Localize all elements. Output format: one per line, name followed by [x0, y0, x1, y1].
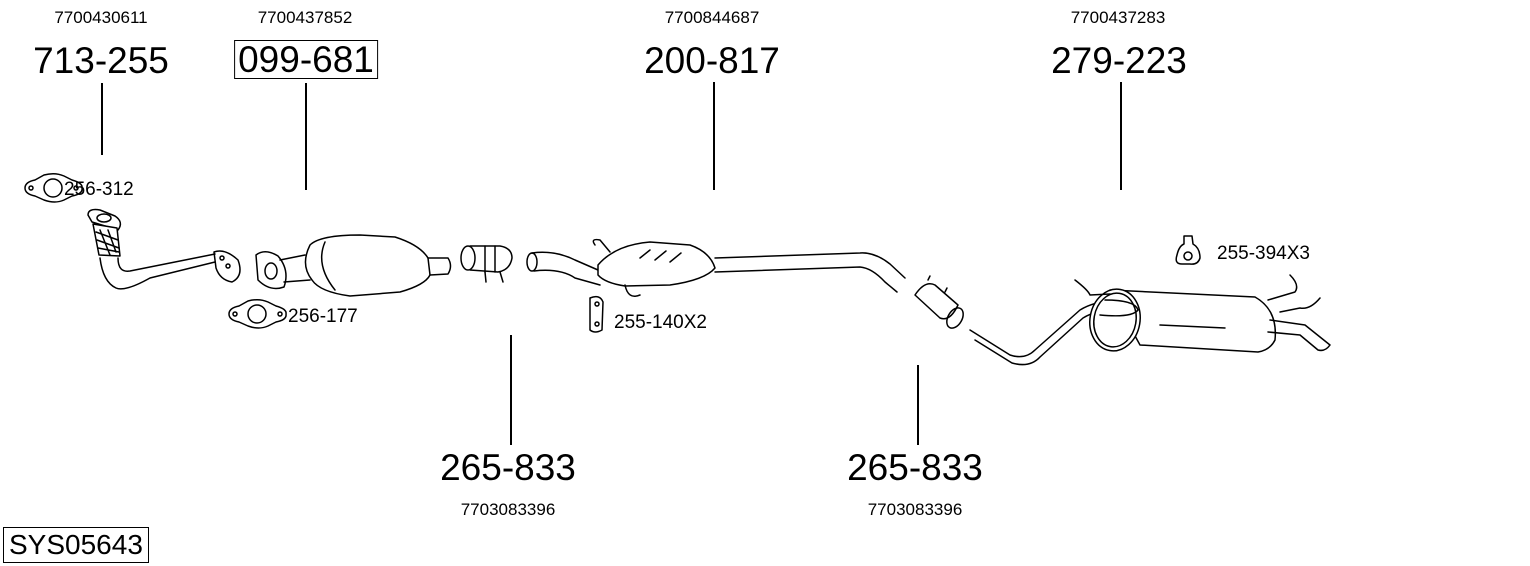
part-number-099-681[interactable]: 099-681: [234, 40, 378, 79]
leader-line: [101, 83, 103, 155]
pipe-clamp-265-833: [914, 275, 964, 329]
pipe-clamp-265-833: [460, 245, 513, 283]
accessory-label-256-177[interactable]: 256-177: [288, 306, 358, 327]
front-pipe-713-255: [87, 208, 241, 290]
part-number-279-223[interactable]: 279-223: [1051, 40, 1187, 81]
part-number-265-833-a[interactable]: 265-833: [440, 447, 576, 488]
leader-line: [1120, 82, 1122, 190]
oe-number-265-833-a: 7703083396: [460, 500, 556, 519]
leader-line: [305, 83, 307, 190]
centre-silencer-200-817: [526, 238, 906, 297]
oe-number-200-817: 7700844687: [664, 8, 760, 27]
catalytic-converter-099-681: [255, 234, 452, 297]
rear-silencer-279-223: [969, 274, 1331, 366]
part-number-265-833-b[interactable]: 265-833: [847, 447, 983, 488]
rubber-mount-icon: [1175, 235, 1201, 265]
accessory-label-255-394x3[interactable]: 255-394X3: [1217, 243, 1310, 264]
oe-number-265-833-b: 7703083396: [867, 500, 963, 519]
rubber-hanger-icon: [589, 295, 604, 333]
gasket-icon: [24, 172, 83, 203]
gasket-icon: [228, 298, 287, 329]
oe-number-713-255: 7700430611: [54, 8, 148, 27]
oe-number-279-223: 7700437283: [1070, 8, 1166, 27]
leader-line: [917, 365, 919, 445]
leader-line: [713, 82, 715, 190]
leader-line: [510, 335, 512, 445]
oe-number-099-681: 7700437852: [257, 8, 353, 27]
accessory-label-255-140x2[interactable]: 255-140X2: [614, 312, 707, 333]
part-number-200-817[interactable]: 200-817: [644, 40, 780, 81]
part-number-713-255[interactable]: 713-255: [33, 40, 169, 81]
system-id: SYS05643: [3, 527, 149, 564]
